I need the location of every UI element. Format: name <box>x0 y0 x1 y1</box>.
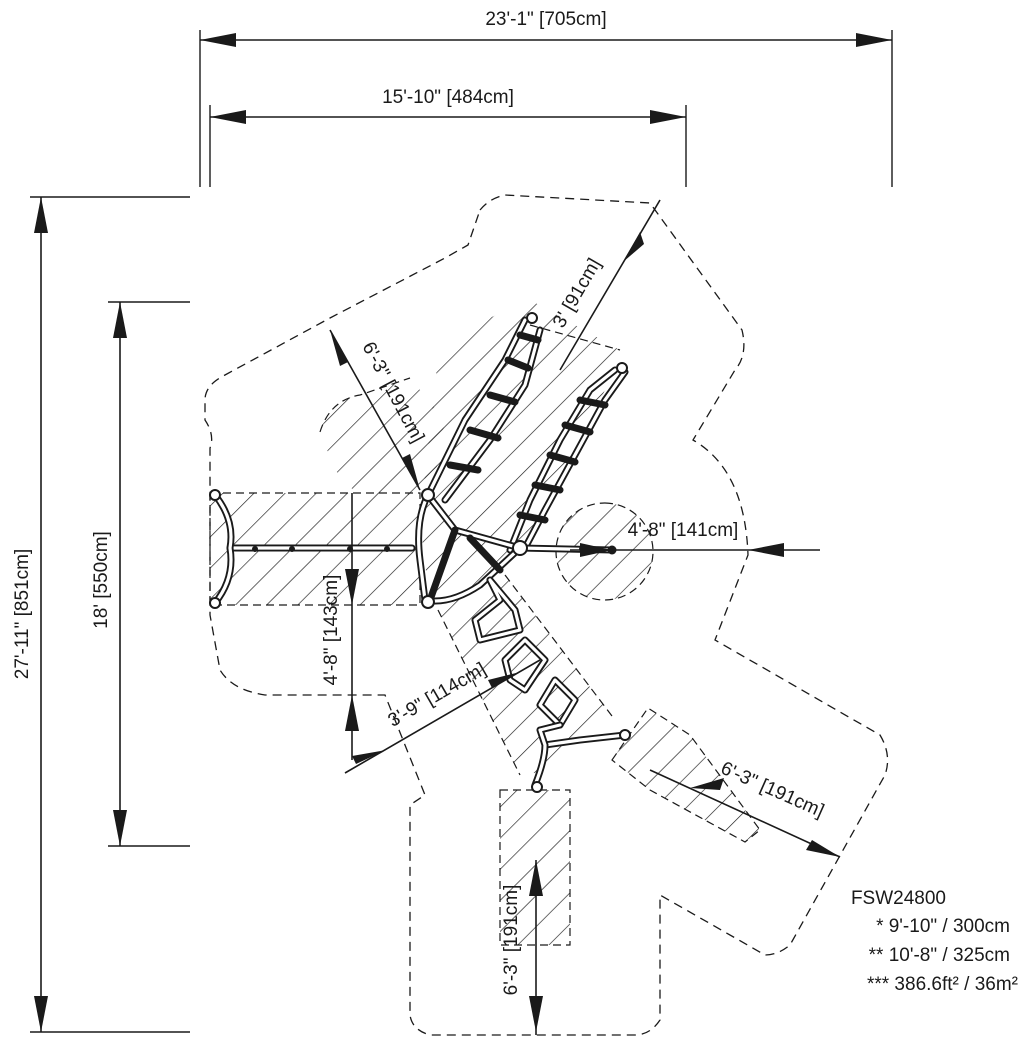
label-right-zone: 4'-8" [141cm] <box>628 520 739 541</box>
dimension-lower-middle-zone <box>344 659 541 774</box>
model-number: FSW24800 <box>850 888 946 909</box>
info-line-2: ** 10'-8" / 325cm <box>868 945 1010 966</box>
label-overall-width: 23'-1" [705cm] <box>485 9 606 30</box>
label-inner-height: 18' [550cm] <box>91 531 112 629</box>
label-inner-width: 15'-10" [484cm] <box>382 87 514 108</box>
label-left-zone: 4'-8" [143cm] <box>321 575 342 686</box>
info-line-3: *** 386.6ft² / 36m² <box>866 974 1018 995</box>
label-upper-right-zone: 3' [91cm] <box>549 255 605 332</box>
safety-zone-outline <box>204 194 889 1036</box>
hatched-zone-central <box>420 300 621 605</box>
dimension-right-zone <box>570 543 820 557</box>
label-bottom-zone: 6'-3" [191cm] <box>501 885 522 996</box>
dimension-upper-left-zone <box>329 329 421 491</box>
dimension-overall-height <box>34 197 48 1032</box>
label-overall-height: 27'-11" [851cm] <box>12 549 33 679</box>
post-nodes <box>209 312 631 793</box>
hatched-zone-upper-left <box>319 377 445 495</box>
label-lower-middle-zone: 3'-9" [114cm] <box>385 659 490 732</box>
hatched-zone-slide-path <box>437 574 616 776</box>
dimension-upper-right-zone <box>559 199 661 371</box>
dimension-left-zone <box>345 493 359 760</box>
info-line-1: * 9'-10" / 300cm <box>876 916 1010 937</box>
dimension-overall-width <box>200 33 892 47</box>
extension-lines <box>30 30 893 1033</box>
dimension-inner-height <box>113 302 127 846</box>
dimension-lower-right-zone <box>649 769 841 858</box>
dimension-inner-width <box>210 110 686 124</box>
dimension-bottom-zone <box>529 860 543 1035</box>
hatched-zone-lower-right <box>611 707 761 843</box>
